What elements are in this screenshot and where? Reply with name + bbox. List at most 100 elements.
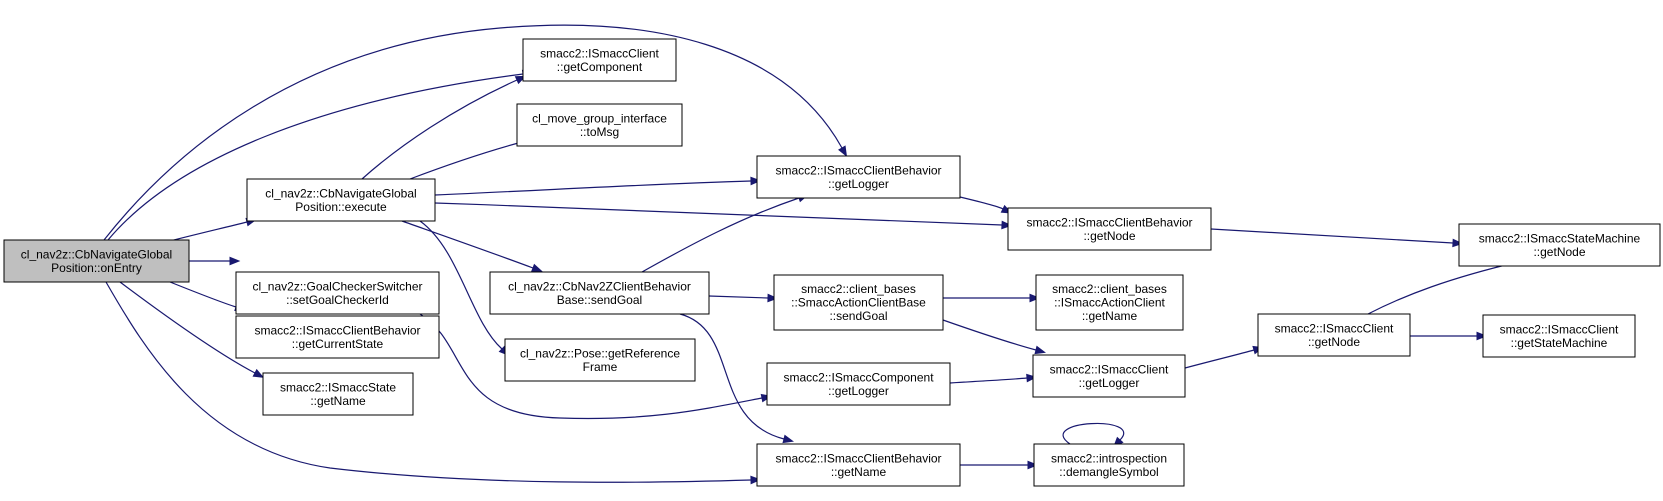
edge-client-get-logger-to-client-get-node — [1184, 345, 1264, 369]
edge-line — [959, 196, 1004, 210]
edge-line — [401, 220, 534, 269]
edge-cb-get-node-to-sm-get-node — [1210, 228, 1464, 248]
edge-cb-execute-to-cb-get-logger — [434, 176, 762, 196]
edge-cb-execute-to-to-msg — [409, 137, 532, 180]
node-box — [773, 274, 944, 331]
node-box — [522, 38, 677, 82]
node-client-get-component[interactable]: smacc2::ISmaccClient::getComponent — [522, 38, 677, 82]
edge-client-get-node-to-client-get-sm — [1410, 331, 1488, 341]
arrowhead-icon — [1027, 460, 1039, 470]
edge-line — [1367, 261, 1519, 315]
node-label-line: ::setGoalCheckerId — [286, 293, 389, 307]
node-demangle[interactable]: smacc2::introspection::demangleSymbol — [1033, 443, 1185, 487]
node-label-line: ::getName — [310, 394, 366, 408]
node-label-line: ::getName — [831, 465, 887, 479]
edge-cb-execute-to-cb-send-goal — [401, 220, 543, 272]
node-label-line: smacc2::ISmaccClient — [1275, 321, 1394, 335]
node-label-line: ::sendGoal — [829, 309, 887, 323]
node-label-line: smacc2::ISmaccClient — [1050, 362, 1169, 376]
node-label-line: smacc2::ISmaccState — [280, 380, 396, 394]
node-box — [3, 239, 190, 283]
node-goal-checker[interactable]: cl_nav2z::GoalCheckerSwitcher::setGoalCh… — [235, 271, 440, 315]
node-cb-send-goal[interactable]: cl_nav2z::CbNav2ZClientBehaviorBase::sen… — [489, 271, 710, 315]
arrowhead-icon — [1029, 293, 1041, 303]
node-action-send-goal[interactable]: smacc2::client_bases::SmaccActionClientB… — [773, 274, 944, 331]
node-to-msg[interactable]: cl_move_group_interface::toMsg — [516, 103, 683, 147]
node-root[interactable]: cl_nav2z::CbNavigateGlobalPosition::onEn… — [3, 239, 190, 283]
node-box — [1033, 443, 1185, 487]
edge-cb-get-logger-to-cb-get-node — [959, 196, 1013, 214]
node-label-line: ::getLogger — [828, 177, 889, 191]
node-box — [235, 271, 440, 315]
node-action-get-name[interactable]: smacc2::client_bases::ISmaccActionClient… — [1035, 274, 1184, 331]
node-label-line: smacc2::ISmaccClientBehavior — [775, 163, 941, 177]
node-sm-get-node[interactable]: smacc2::ISmaccStateMachine::getNode — [1458, 223, 1661, 267]
node-label-line: ::getName — [1082, 309, 1138, 323]
node-label-line: Position::execute — [295, 200, 387, 214]
edge-line — [409, 141, 523, 180]
arrowhead-icon — [782, 434, 794, 444]
node-cb-get-logger[interactable]: smacc2::ISmaccClientBehavior::getLogger — [756, 155, 961, 199]
node-label-line: ::getStateMachine — [1511, 336, 1608, 350]
edge-cb-get-name-to-demangle — [960, 460, 1039, 470]
node-label-line: smacc2::ISmaccStateMachine — [1479, 231, 1641, 245]
node-cb-get-name[interactable]: smacc2::ISmaccClientBehavior::getName — [756, 443, 961, 487]
node-label-line: smacc2::ISmaccClientBehavior — [775, 451, 941, 465]
edge-cb-send-goal-to-cb-get-logger — [641, 194, 809, 273]
node-label-line: smacc2::client_bases — [801, 282, 916, 296]
edge-line — [103, 24, 843, 241]
node-label-line: cl_nav2z::GoalCheckerSwitcher — [252, 279, 422, 293]
arrowhead-icon — [229, 256, 241, 266]
node-box — [756, 155, 961, 199]
node-component-get-logger[interactable]: smacc2::ISmaccComponent::getLogger — [766, 362, 951, 406]
node-label-line: ::ISmaccActionClient — [1054, 296, 1165, 310]
edge-root-to-goal-checker — [189, 256, 241, 266]
node-label-line: Position::onEntry — [51, 261, 142, 275]
node-label-line: ::getLogger — [1079, 376, 1140, 390]
edge-cb-send-goal-to-action-send-goal — [708, 293, 779, 303]
edge-line — [419, 220, 503, 350]
edge-root-to-cb-execute — [165, 217, 257, 243]
edge-line — [434, 180, 752, 196]
edge-line — [708, 295, 769, 299]
node-label-line: ::getNode — [1533, 245, 1585, 259]
node-client-get-sm[interactable]: smacc2::ISmaccClient::getStateMachine — [1482, 314, 1636, 358]
node-label-line: ::getNode — [1308, 335, 1360, 349]
node-get-current-state[interactable]: smacc2::ISmaccClientBehavior::getCurrent… — [235, 315, 440, 359]
edge-line — [1062, 422, 1124, 445]
edge-line — [119, 281, 256, 374]
edge-cb-send-goal-to-cb-get-name — [679, 313, 794, 444]
node-box — [1035, 274, 1184, 331]
node-label-line: ::getComponent — [557, 60, 643, 74]
edge-line — [641, 197, 800, 273]
node-label-line: cl_nav2z::CbNav2ZClientBehavior — [508, 279, 691, 293]
node-label-line: ::toMsg — [580, 125, 619, 139]
arrowhead-icon — [252, 368, 265, 378]
node-cb-execute[interactable]: cl_nav2z::CbNavigateGlobalPosition::exec… — [246, 178, 436, 222]
arrowhead-icon — [750, 475, 762, 485]
nodes-layer: cl_nav2z::CbNavigateGlobalPosition::onEn… — [3, 38, 1661, 487]
edge-cb-execute-to-cb-get-node — [434, 202, 1013, 230]
node-state-get-name[interactable]: smacc2::ISmaccState::getName — [262, 372, 414, 416]
edge-root-to-state-get-name — [119, 281, 265, 378]
node-label-line: smacc2::ISmaccClientBehavior — [254, 323, 420, 337]
node-cb-get-node[interactable]: smacc2::ISmaccClientBehavior::getNode — [1007, 207, 1212, 251]
edge-action-send-goal-to-action-get-name — [943, 293, 1041, 303]
node-label-line: ::getCurrentState — [292, 337, 384, 351]
arrowhead-icon — [750, 176, 762, 186]
arrowhead-icon — [530, 263, 543, 272]
arrowhead-icon — [767, 293, 779, 303]
node-client-get-logger[interactable]: smacc2::ISmaccClient::getLogger — [1032, 354, 1186, 398]
arrowhead-icon — [1001, 220, 1013, 230]
edge-line — [165, 221, 248, 243]
edge-line — [1210, 228, 1454, 244]
edge-line — [361, 79, 518, 180]
node-client-get-node[interactable]: smacc2::ISmaccClient::getNode — [1257, 313, 1411, 357]
node-label-line: smacc2::ISmaccClient — [540, 46, 659, 60]
arrowhead-icon — [838, 145, 848, 158]
edge-root-to-cb-get-logger — [103, 24, 848, 241]
edge-client-get-node-to-sm-get-node — [1367, 257, 1529, 315]
node-label-line: cl_move_group_interface — [532, 111, 667, 125]
